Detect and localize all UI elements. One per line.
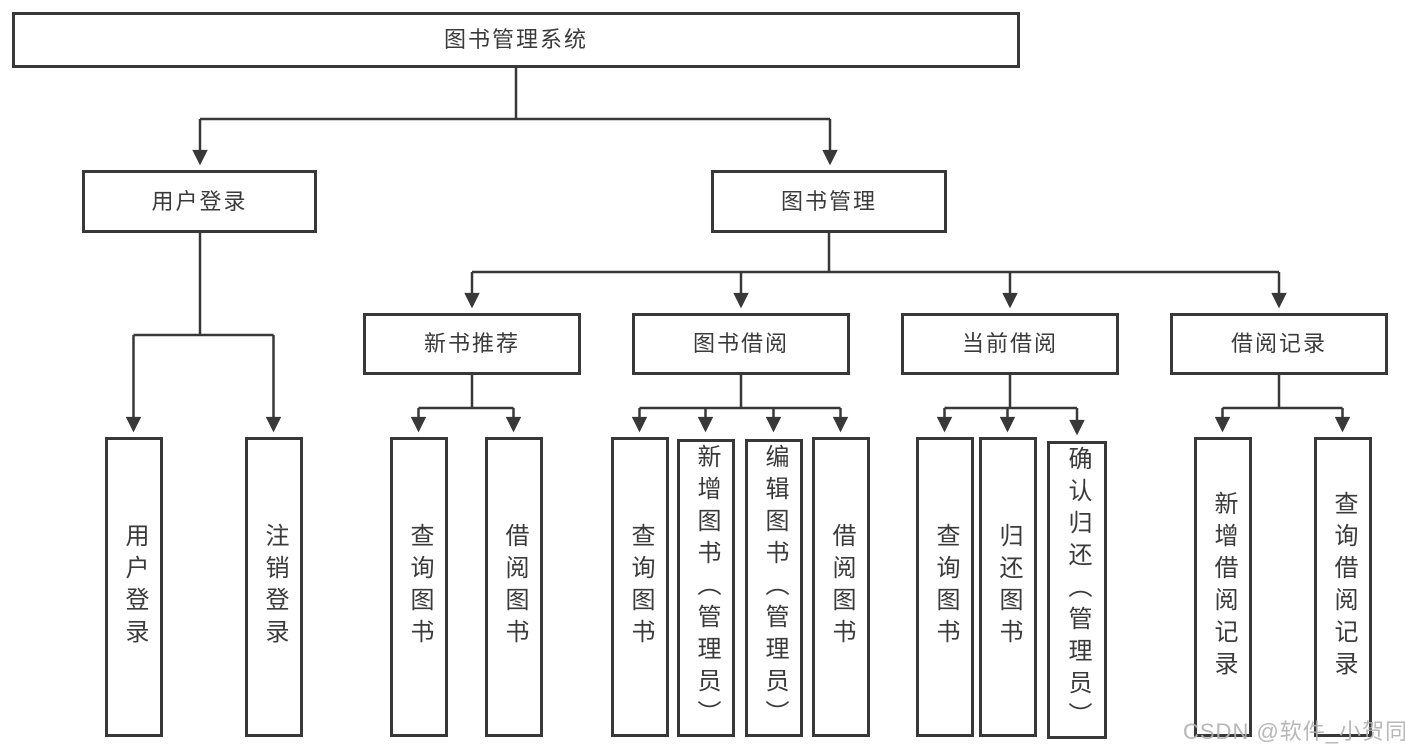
csdn-watermark: CSDN @软件_小贺同学: [1183, 719, 1405, 744]
leaf-borrow-books: 借阅图书: [812, 437, 870, 737]
node-new-book-recommend: 新书推荐: [363, 313, 581, 375]
leaf-user-login-label: 用户登录: [121, 523, 148, 651]
node-borrow-records-label: 借阅记录: [1230, 331, 1327, 356]
node-new-book-recommend-label: 新书推荐: [423, 331, 520, 356]
leaf-borrow-books-label: 借阅图书: [828, 523, 855, 651]
node-book-borrow-label: 图书借阅: [692, 331, 789, 356]
leaf-logout-label: 注销登录: [261, 523, 288, 651]
leaf-add-borrow-record-label: 新增借阅记录: [1210, 491, 1237, 683]
node-current-borrow-label: 当前借阅: [961, 331, 1058, 356]
leaf-borrow-books-recommend-label: 借阅图书: [501, 523, 528, 651]
node-book-management: 图书管理: [711, 170, 947, 233]
leaf-add-book-admin-label: 新增图书（管理员）: [693, 444, 720, 732]
leaf-logout: 注销登录: [245, 437, 303, 737]
leaf-query-books-recommend-label: 查询图书: [406, 523, 433, 651]
node-book-borrow: 图书借阅: [632, 313, 850, 375]
node-borrow-records: 借阅记录: [1170, 313, 1388, 375]
leaf-query-books-recommend: 查询图书: [390, 437, 448, 737]
leaf-query-books-current: 查询图书: [916, 437, 974, 737]
node-book-management-label: 图书管理: [780, 188, 877, 214]
leaf-borrow-books-recommend: 借阅图书: [485, 437, 543, 737]
node-root-label: 图书管理系统: [443, 27, 588, 52]
leaf-query-books-current-label: 查询图书: [932, 523, 959, 651]
leaf-return-book: 归还图书: [979, 437, 1037, 737]
leaf-confirm-return-admin-label: 确认归还（管理员）: [1064, 446, 1091, 734]
leaf-query-borrow-record: 查询借阅记录: [1314, 437, 1372, 737]
node-user-login-label: 用户登录: [151, 188, 248, 214]
leaf-return-book-label: 归还图书: [995, 523, 1022, 651]
leaf-query-borrow-record-label: 查询借阅记录: [1330, 491, 1357, 683]
leaf-add-borrow-record: 新增借阅记录: [1194, 437, 1252, 737]
node-current-borrow: 当前借阅: [901, 313, 1119, 375]
leaf-query-books-borrow: 查询图书: [611, 437, 669, 737]
leaf-edit-book-admin-label: 编辑图书（管理员）: [761, 444, 788, 732]
leaf-query-books-borrow-label: 查询图书: [627, 523, 654, 651]
node-root: 图书管理系统: [12, 12, 1020, 68]
node-user-login: 用户登录: [82, 170, 317, 233]
leaf-add-book-admin: 新增图书（管理员）: [677, 439, 735, 737]
leaf-user-login: 用户登录: [105, 437, 163, 737]
leaf-confirm-return-admin: 确认归还（管理员）: [1047, 441, 1107, 739]
leaf-edit-book-admin: 编辑图书（管理员）: [745, 439, 803, 737]
